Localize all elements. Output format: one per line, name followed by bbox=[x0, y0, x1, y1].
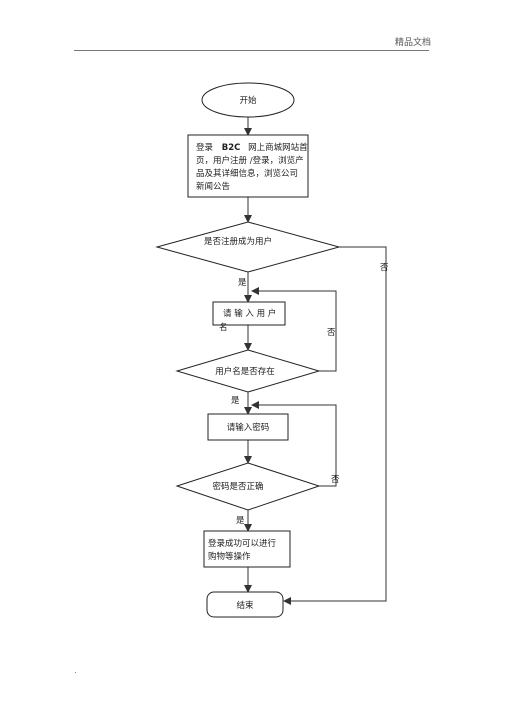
start-label: 开始 bbox=[239, 95, 257, 106]
input-password-label: 请输入密码 bbox=[227, 422, 270, 433]
login-process-box: 登录 B2C 网上商城网站首 页，用户注册 /登录，浏览产 品及其详细信息，浏览… bbox=[187, 134, 309, 198]
decision-username-label: 用户名是否存在 bbox=[215, 366, 275, 377]
edge-decision3-no bbox=[251, 401, 337, 487]
footer-mark: . bbox=[74, 666, 77, 676]
label-yes-password: 是 bbox=[236, 516, 245, 526]
decision-registered: 是否注册成为用户 bbox=[155, 221, 341, 273]
label-no-password: 否 bbox=[331, 475, 340, 485]
label-yes-username: 是 bbox=[231, 396, 240, 406]
input-username-line2: 名 bbox=[219, 322, 228, 333]
success-line2: 购物等操作 bbox=[208, 551, 251, 562]
decision-password-label: 密码是否正确 bbox=[212, 481, 263, 492]
decision-registered-label: 是否注册成为用户 bbox=[204, 236, 272, 247]
login-box-line2: 页，用户注册 /登录，浏览产 bbox=[196, 155, 304, 166]
end-label: 结束 bbox=[236, 600, 254, 611]
label-no-registered: 否 bbox=[380, 263, 389, 273]
input-password-box: 请输入密码 bbox=[207, 413, 289, 441]
end-node: 结束 bbox=[206, 591, 284, 618]
header-divider bbox=[74, 50, 429, 51]
login-box-line3: 品及其详细信息，浏览公司 bbox=[196, 168, 298, 179]
page-header-label: 精品文档 bbox=[394, 38, 431, 48]
success-line1: 登录成功可以进行 bbox=[208, 538, 277, 549]
edge-decision1-no bbox=[283, 246, 387, 605]
decision-username: 用户名是否存在 bbox=[175, 349, 321, 393]
label-no-username: 否 bbox=[327, 328, 336, 338]
label-yes-registered: 是 bbox=[238, 278, 247, 288]
login-box-line1: 登录 B2C 网上商城网站首 bbox=[196, 142, 308, 153]
edge-decision2-no bbox=[251, 287, 337, 372]
login-box-line4: 新闻公告 bbox=[196, 181, 230, 192]
start-node: 开始 bbox=[201, 82, 295, 118]
input-username-box: 请 输 入 用 户 名 bbox=[212, 301, 286, 333]
input-username-line1: 请 输 入 用 户 bbox=[223, 308, 276, 319]
connectors bbox=[244, 117, 387, 605]
login-success-box: 登录成功可以进行 购物等操作 bbox=[203, 530, 291, 568]
decision-password: 密码是否正确 bbox=[175, 462, 321, 511]
